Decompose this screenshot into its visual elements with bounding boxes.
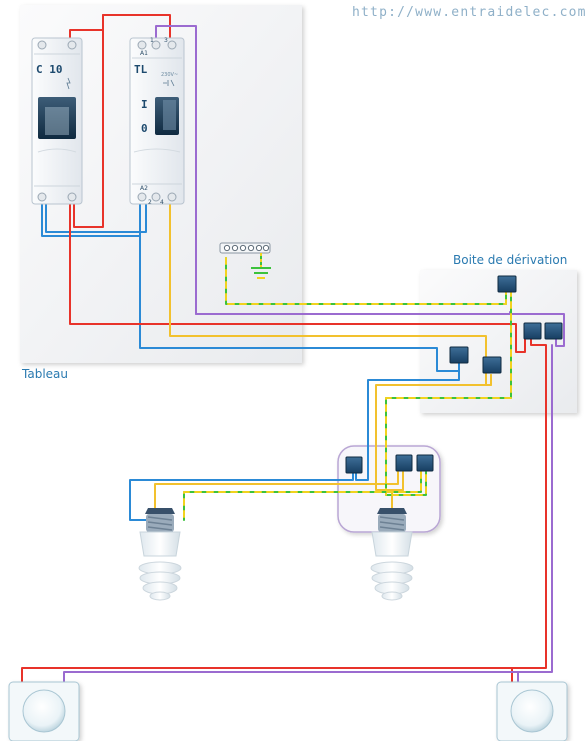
relay-pos-off: 0 (141, 122, 148, 135)
terminal-4: 4 (160, 199, 164, 206)
return-wire-to-lamp-2 (391, 489, 404, 516)
relay-spec: 230V~ (161, 72, 178, 78)
ground-symbol-icon (251, 253, 271, 279)
earth-wire-to-lamp-box-y (385, 289, 512, 496)
return-wire-to-lamp-1 (154, 471, 399, 511)
terminal-2: 2 (148, 199, 152, 206)
return-wire-to-lamp-box (375, 374, 492, 491)
neutral-wire-breaker-to-relay (41, 199, 141, 237)
phase-wire-breaker-out (73, 14, 104, 228)
terminal-a2: A2 (140, 185, 148, 192)
neutral-wire-to-lamp-1 (129, 471, 354, 521)
phase-wire-to-junction (69, 199, 526, 353)
relay-pos-on: I (141, 98, 148, 111)
connector-icon (449, 346, 469, 364)
neutral-wire-breaker-to-relay-2 (45, 199, 147, 233)
breaker-label: C 10 (36, 63, 63, 76)
connector-icon (497, 275, 517, 293)
connector-icon (544, 322, 563, 340)
junction-box-label: Boite de dérivation (453, 253, 567, 267)
breaker-icon: C 10 (31, 37, 83, 205)
push-button-icon[interactable] (496, 681, 568, 741)
control-wire-to-junction (195, 313, 565, 347)
earth-terminal-icon (219, 242, 271, 254)
site-url[interactable]: http://www.entraidelec.com (352, 5, 587, 20)
connector-icon (523, 322, 542, 340)
junction-box (420, 270, 577, 413)
panel-label: Tableau (21, 367, 68, 381)
connector-icon (345, 456, 363, 474)
phase-wire-to-buttons (21, 336, 547, 691)
push-button-icon[interactable] (8, 681, 80, 741)
earth-wire-panel-y (225, 257, 507, 305)
neutral-wire-to-lamp-box (355, 359, 460, 481)
connectors (345, 275, 563, 474)
terminal-1: 1 (150, 37, 154, 44)
terminal-3: 3 (164, 37, 168, 44)
earth-wire-to-lamp-1-y (183, 471, 422, 521)
bulb-icon (138, 508, 182, 601)
connector-icon (416, 454, 434, 472)
bulb-icon (370, 508, 414, 601)
impulse-relay-icon: A1 1 3 A2 2 4 TL 230V~ I 0 (129, 37, 185, 206)
control-wire-to-buttons (63, 344, 553, 691)
connector-icon (482, 356, 502, 374)
relay-label: TL (134, 63, 148, 76)
terminal-a1: A1 (140, 50, 148, 57)
connector-icon (395, 454, 413, 472)
